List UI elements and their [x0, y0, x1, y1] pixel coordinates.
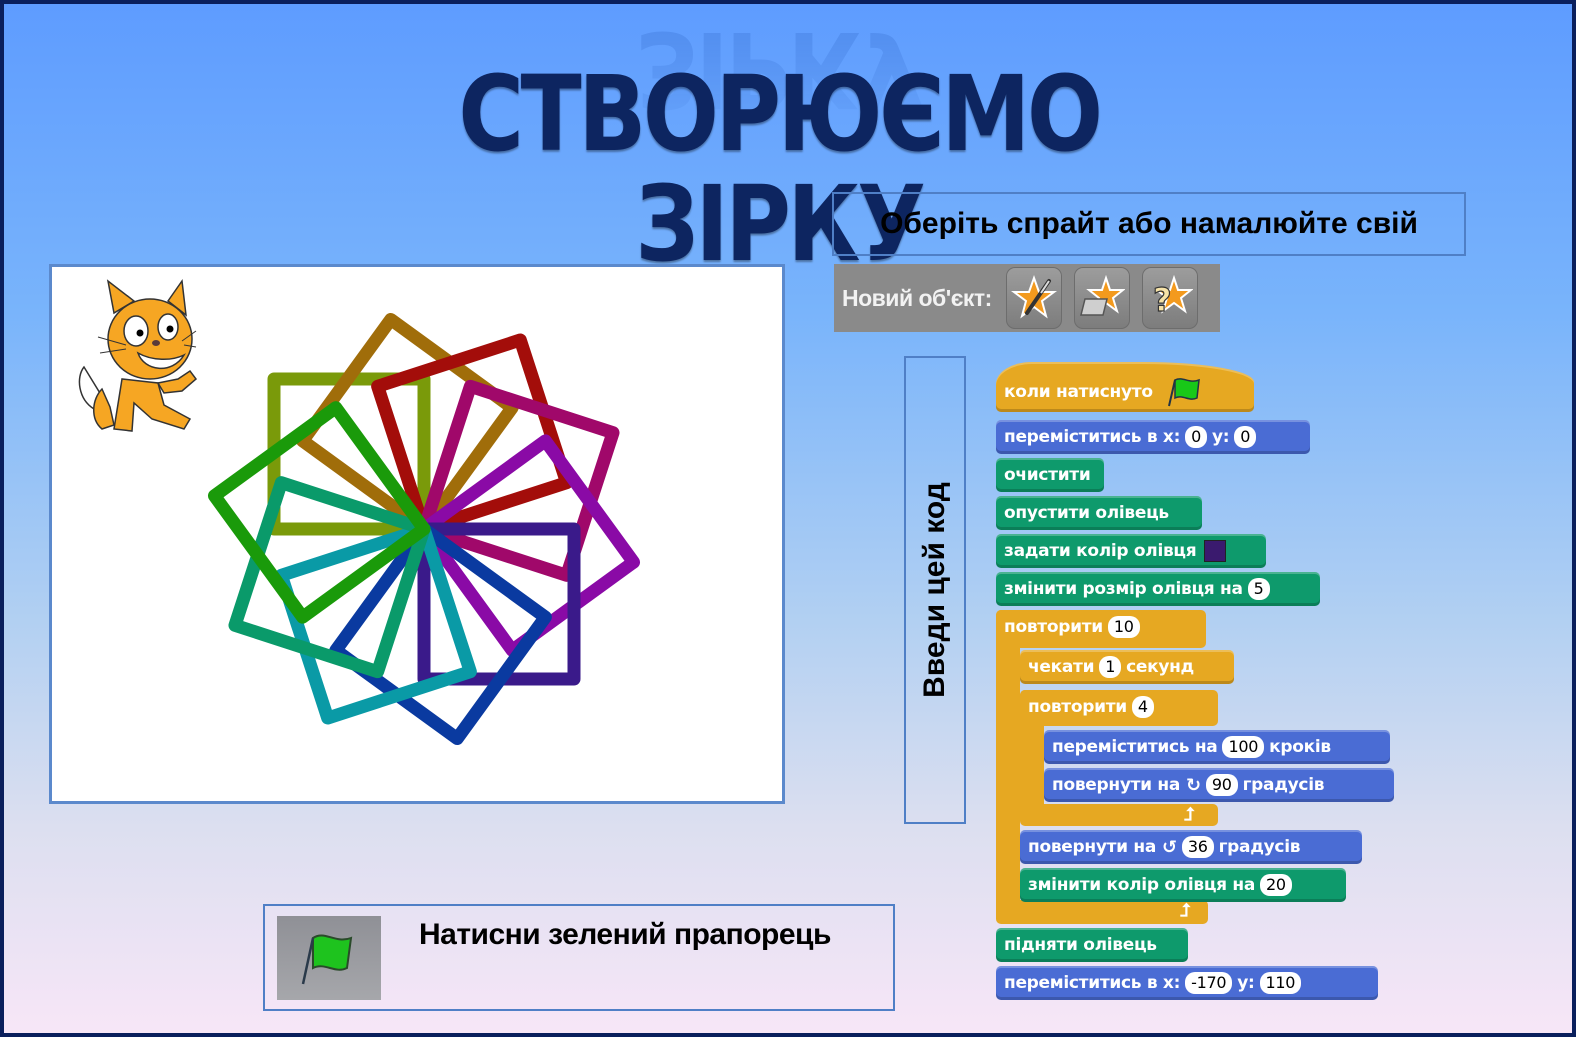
turn-right-block[interactable]: повернути на ↻ 90 градусів [1044, 768, 1394, 802]
random-sprite-button[interactable]: ? [1141, 267, 1198, 329]
choose-sprite-caption: Оберіть спрайт або намалюйте свій [832, 192, 1466, 256]
star-drawing [207, 312, 641, 746]
block-label: змінити розмір олівця на [1004, 579, 1243, 599]
block-label: кроків [1269, 737, 1331, 757]
choose-sprite-text: Оберіть спрайт або намалюйте свій [880, 207, 1418, 240]
choose-sprite-from-file-button[interactable] [1073, 267, 1130, 329]
set-pen-color-block[interactable]: задати колір олівця [996, 534, 1266, 568]
y-input[interactable]: 0 [1234, 426, 1257, 448]
goto-xy-end-block[interactable]: переміститись в x: -170 y: 110 [996, 966, 1378, 1000]
stage-canvas [78, 278, 641, 746]
block-label: переміститись в x: [1004, 973, 1181, 993]
clear-block[interactable]: очистити [996, 458, 1104, 492]
block-label: градусів [1218, 837, 1301, 857]
paint-new-sprite-button[interactable] [1005, 267, 1062, 329]
change-pen-color-block[interactable]: змінити колір олівця на 20 [1020, 868, 1346, 902]
loop-arrow-icon: ⮥ [1180, 900, 1191, 920]
green-flag-instruction-box: Натисни зелений прапорець [263, 904, 895, 1011]
steps-input[interactable]: 100 [1222, 736, 1265, 758]
turn-right-degrees-input[interactable]: 90 [1205, 774, 1238, 796]
block-label: задати колір олівця [1004, 541, 1197, 561]
pen-color-swatch[interactable] [1204, 540, 1227, 562]
green-flag-button[interactable] [277, 916, 381, 1000]
rotate-clockwise-icon: ↻ [1186, 774, 1201, 796]
block-label: секунд [1126, 657, 1194, 677]
change-pen-size-block[interactable]: змінити розмір олівця на 5 [996, 572, 1320, 606]
page-title: СТВОРЮЄМО ЗІРКУ [458, 53, 1103, 285]
goto-xy-block[interactable]: переміститись в x: 0 y: 0 [996, 420, 1310, 454]
stage[interactable] [49, 264, 785, 804]
pen-color-change-input[interactable]: 20 [1260, 874, 1292, 896]
enter-code-text: Введи цей код [918, 482, 951, 698]
repeat-outer-top [996, 610, 1206, 648]
folder-star-icon [1079, 275, 1125, 316]
wait-block[interactable]: чекати 1 секунд [1020, 650, 1234, 684]
repeat-10-block[interactable]: повторити 10 [996, 610, 1206, 644]
block-label: змінити колір олівця на [1028, 875, 1255, 895]
move-steps-block[interactable]: переміститись на 100 кроків [1044, 730, 1390, 764]
when-flag-clicked-block[interactable]: коли натиснуто [996, 362, 1254, 412]
turn-left-block[interactable]: повернути на ↺ 36 градусів [1020, 830, 1362, 864]
block-label: опустити олівець [1004, 503, 1169, 523]
pen-up-block[interactable]: підняти олівець [996, 928, 1188, 962]
paint-star-icon [1010, 275, 1057, 319]
enter-code-caption: Введи цей код [904, 356, 966, 824]
block-label: переміститись на [1052, 737, 1218, 757]
svg-text:?: ? [1153, 281, 1172, 319]
block-label: очистити [1004, 465, 1091, 485]
random-star-icon: ? [1152, 275, 1193, 320]
green-flag-icon [301, 934, 353, 985]
block-label: коли натиснуто [1004, 382, 1153, 402]
repeat-outer-input[interactable]: 10 [1107, 616, 1140, 638]
x-input[interactable]: -170 [1185, 972, 1233, 994]
new-object-toolbar: Новий об'єкт: ? [834, 264, 1220, 332]
block-label: градусів [1242, 775, 1325, 795]
repeat-inner-input[interactable]: 4 [1131, 696, 1154, 718]
y-input[interactable]: 110 [1259, 972, 1302, 994]
turn-left-degrees-input[interactable]: 36 [1181, 836, 1214, 858]
block-label: повернути на [1052, 775, 1181, 795]
block-label: повернути на [1028, 837, 1157, 857]
repeat-outer-bottom [996, 900, 1208, 924]
repeat-inner-bottom [1020, 804, 1218, 826]
wait-seconds-input[interactable]: 1 [1099, 656, 1122, 678]
repeat-inner-top [1020, 690, 1218, 726]
loop-arrow-icon: ⮥ [1184, 804, 1195, 824]
repeat-outer-side [996, 610, 1020, 922]
block-label: повторити [1004, 617, 1103, 637]
block-label: переміститись в x: [1004, 427, 1181, 447]
block-label: чекати [1028, 657, 1095, 677]
repeat-inner-side [1020, 690, 1044, 824]
x-input[interactable]: 0 [1185, 426, 1207, 448]
repeat-4-block[interactable]: повторити 4 [1020, 690, 1218, 724]
pen-size-input[interactable]: 5 [1247, 578, 1270, 600]
block-label: повторити [1028, 697, 1127, 717]
green-flag-icon [1167, 378, 1200, 407]
block-label: y: [1211, 427, 1230, 447]
block-label: підняти олівець [1004, 935, 1157, 955]
new-object-label: Новий об'єкт: [842, 284, 992, 311]
green-flag-instruction-text: Натисни зелений прапорець [419, 918, 831, 951]
pen-down-block[interactable]: опустити олівець [996, 496, 1202, 530]
block-label: y: [1237, 973, 1255, 993]
scratch-cat-sprite [78, 278, 198, 432]
rotate-counterclockwise-icon: ↺ [1162, 836, 1177, 858]
